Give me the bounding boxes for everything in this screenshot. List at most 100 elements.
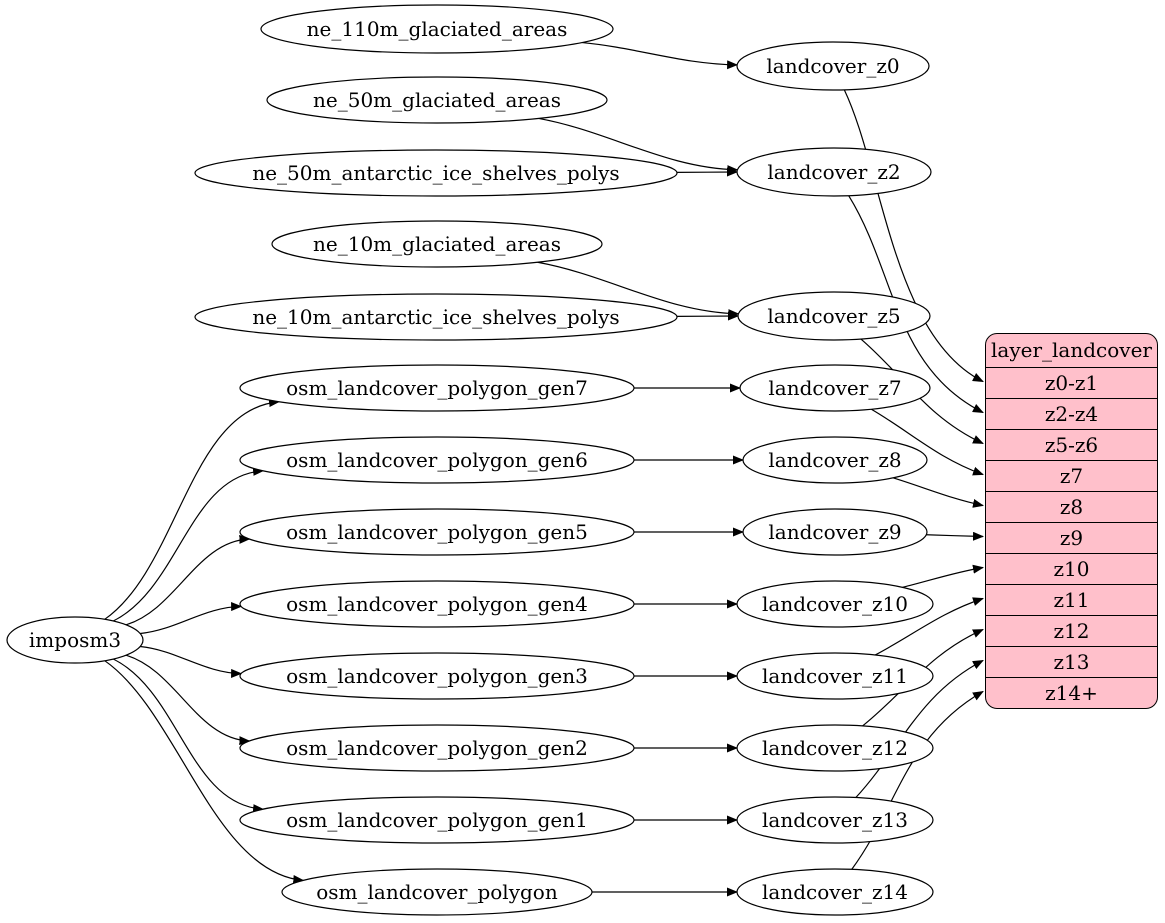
- edge-landcover_z10-to-row-z10: [902, 564, 984, 588]
- edge-imposm3-to-osm_landcover_polygon_gen1: [112, 658, 265, 814]
- node-landcover_z5-label: landcover_z5: [767, 304, 900, 328]
- node-landcover_z10-label: landcover_z10: [762, 592, 908, 616]
- node-ne_110m_glaciated_areas-label: ne_110m_glaciated_areas: [307, 17, 568, 41]
- node-landcover_z10-ellipse: [736, 580, 934, 628]
- node-ne_10m_glaciated_areas: ne_10m_glaciated_areas: [271, 220, 603, 268]
- table-row-z8: z8: [986, 491, 1157, 522]
- node-landcover_z13-ellipse: [736, 796, 934, 844]
- node-osm_landcover_polygon_gen1: osm_landcover_polygon_gen1: [239, 796, 635, 844]
- table-row-z5-z6: z5-z6: [986, 429, 1157, 460]
- node-landcover_z0-ellipse: [736, 41, 930, 91]
- node-ne_10m_glaciated_areas-ellipse: [271, 220, 603, 268]
- table-row-z10: z10: [986, 553, 1157, 584]
- node-landcover_z8: landcover_z8: [742, 436, 928, 484]
- edge-imposm3-to-osm_landcover_polygon_gen5: [125, 534, 251, 626]
- node-landcover_z12: landcover_z12: [736, 724, 934, 772]
- table-row-z0-z1: z0-z1: [986, 367, 1157, 398]
- node-ne_50m_antarctic_ice_shelves_polys-ellipse: [194, 149, 678, 197]
- table-row-z13: z13: [986, 646, 1157, 677]
- table-row-z12: z12: [986, 615, 1157, 646]
- node-landcover_z0: landcover_z0: [736, 41, 930, 91]
- node-landcover_z8-ellipse: [742, 436, 928, 484]
- node-landcover_z7-label: landcover_z7: [768, 376, 901, 400]
- edge-landcover_z13-to-row-z13: [855, 659, 984, 798]
- node-landcover_z10: landcover_z10: [736, 580, 934, 628]
- node-ne_50m_glaciated_areas-label: ne_50m_glaciated_areas: [313, 88, 561, 112]
- node-ne_10m_antarctic_ice_shelves_polys-ellipse: [194, 293, 678, 341]
- node-landcover_z13: landcover_z13: [736, 796, 934, 844]
- node-landcover_z11: landcover_z11: [736, 652, 934, 700]
- node-ne_10m_antarctic_ice_shelves_polys: ne_10m_antarctic_ice_shelves_polys: [194, 293, 678, 341]
- edge-landcover_z9-to-row-z9: [926, 531, 984, 541]
- edge-imposm3-to-osm_landcover_polygon_gen2: [125, 654, 251, 746]
- node-landcover_z14-ellipse: [736, 868, 934, 916]
- edge-ne_110m_glaciated_areas-to-landcover_z0: [582, 41, 739, 70]
- node-osm_landcover_polygon_gen5-ellipse: [239, 508, 635, 556]
- node-landcover_z9-label: landcover_z9: [768, 520, 901, 544]
- node-landcover_z5: landcover_z5: [737, 291, 931, 341]
- node-landcover_z13-label: landcover_z13: [762, 808, 908, 832]
- node-osm_landcover_polygon: osm_landcover_polygon: [281, 868, 593, 916]
- node-osm_landcover_polygon_gen6: osm_landcover_polygon_gen6: [239, 436, 635, 484]
- edge-imposm3-to-osm_landcover_polygon_gen6: [112, 466, 265, 622]
- edge-landcover_z14-to-row-z14+: [851, 690, 984, 870]
- node-landcover_z9: landcover_z9: [742, 508, 928, 556]
- edge-landcover_z7-to-row-z7: [871, 408, 984, 476]
- node-osm_landcover_polygon_gen3: osm_landcover_polygon_gen3: [239, 652, 635, 700]
- edges-layer: [104, 41, 984, 897]
- node-landcover_z12-ellipse: [736, 724, 934, 772]
- node-osm_landcover_polygon_gen4-ellipse: [239, 580, 635, 628]
- edge-ne_10m_glaciated_areas-to-landcover_z5: [537, 261, 740, 319]
- node-osm_landcover_polygon_gen4-label: osm_landcover_polygon_gen4: [286, 592, 588, 616]
- edge-landcover_z11-to-row-z11: [874, 597, 984, 656]
- edge-landcover_z0-to-row-z0-z1: [843, 89, 984, 383]
- table-row-z11: z11: [986, 584, 1157, 615]
- node-osm_landcover_polygon_gen6-ellipse: [239, 436, 635, 484]
- node-landcover_z5-ellipse: [737, 291, 931, 341]
- node-landcover_z14: landcover_z14: [736, 868, 934, 916]
- table-row-z7: z7: [986, 460, 1157, 491]
- node-osm_landcover_polygon_gen1-ellipse: [239, 796, 635, 844]
- node-imposm3-ellipse: [6, 616, 144, 664]
- edge-ne_50m_glaciated_areas-to-landcover_z2: [538, 117, 739, 175]
- table-row-z2-z4: z2-z4: [986, 398, 1157, 429]
- node-osm_landcover_polygon_gen5: osm_landcover_polygon_gen5: [239, 508, 635, 556]
- node-osm_landcover_polygon_gen4: osm_landcover_polygon_gen4: [239, 580, 635, 628]
- edge-imposm3-to-osm_landcover_polygon_gen7: [104, 398, 281, 620]
- node-osm_landcover_polygon_gen2: osm_landcover_polygon_gen2: [239, 724, 635, 772]
- node-osm_landcover_polygon_gen3-label: osm_landcover_polygon_gen3: [286, 664, 588, 688]
- table-title: layer_landcover: [991, 338, 1152, 362]
- node-landcover_z2-label: landcover_z2: [767, 160, 900, 184]
- node-osm_landcover_polygon_gen1-label: osm_landcover_polygon_gen1: [286, 808, 588, 832]
- edge-imposm3-to-osm_landcover_polygon_gen4: [140, 602, 243, 635]
- node-osm_landcover_polygon_gen7-ellipse: [239, 364, 635, 412]
- node-ne_50m_antarctic_ice_shelves_polys-label: ne_50m_antarctic_ice_shelves_polys: [252, 161, 619, 185]
- node-landcover_z14-label: landcover_z14: [762, 880, 908, 904]
- node-osm_landcover_polygon-label: osm_landcover_polygon: [316, 880, 558, 904]
- edge-landcover_z8-to-row-z8: [892, 477, 984, 508]
- node-landcover_z9-ellipse: [742, 508, 928, 556]
- node-landcover_z12-label: landcover_z12: [762, 736, 908, 760]
- node-landcover_z11-ellipse: [736, 652, 934, 700]
- node-landcover_z8-label: landcover_z8: [768, 448, 901, 472]
- node-imposm3-label: imposm3: [29, 628, 121, 652]
- node-osm_landcover_polygon_gen6-label: osm_landcover_polygon_gen6: [286, 448, 588, 472]
- table-row-z9: z9: [986, 522, 1157, 553]
- node-osm_landcover_polygon_gen7-label: osm_landcover_polygon_gen7: [286, 376, 588, 400]
- node-ne_50m_antarctic_ice_shelves_polys: ne_50m_antarctic_ice_shelves_polys: [194, 149, 678, 197]
- table-row-z14+: z14+: [986, 677, 1157, 708]
- node-imposm3: imposm3: [6, 616, 144, 664]
- node-osm_landcover_polygon_gen2-label: osm_landcover_polygon_gen2: [286, 736, 588, 760]
- node-landcover_z7-ellipse: [739, 364, 931, 412]
- node-ne_50m_glaciated_areas-ellipse: [266, 76, 608, 124]
- node-osm_landcover_polygon-ellipse: [281, 868, 593, 916]
- node-landcover_z0-label: landcover_z0: [766, 54, 899, 78]
- node-landcover_z7: landcover_z7: [739, 364, 931, 412]
- nodes-layer: imposm3 ne_110m_glaciated_areas ne_50m_gla…: [6, 4, 934, 916]
- node-osm_landcover_polygon_gen3-ellipse: [239, 652, 635, 700]
- node-landcover_z11-label: landcover_z11: [762, 664, 908, 688]
- node-ne_50m_glaciated_areas: ne_50m_glaciated_areas: [266, 76, 608, 124]
